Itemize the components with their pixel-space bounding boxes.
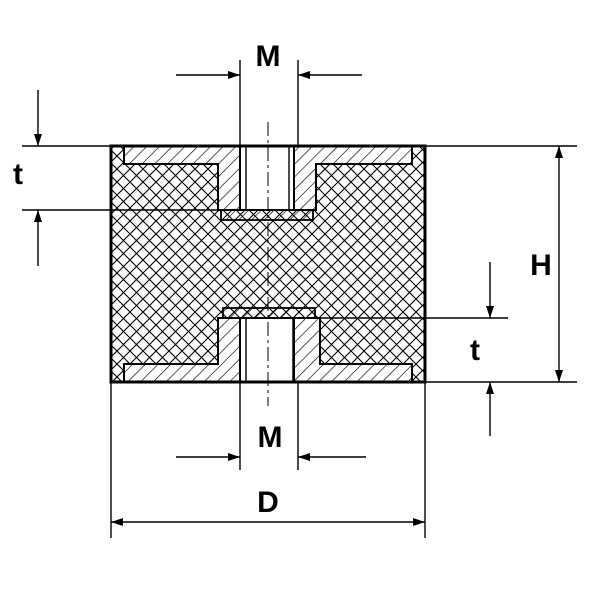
bottom-thread-label: M	[258, 421, 283, 454]
height-label: H	[530, 249, 552, 282]
bottom-thickness-dimension: t	[320, 262, 508, 436]
diameter-label: D	[257, 486, 279, 519]
height-dimension: H	[425, 145, 577, 383]
top-thread-dimension: M	[176, 40, 362, 146]
top-thickness-label: t	[13, 158, 23, 191]
top-thread-label: M	[256, 40, 281, 73]
top-threaded-hole	[239, 145, 295, 211]
diameter-dimension: D	[110, 382, 426, 538]
top-thickness-dimension: t	[13, 90, 218, 266]
bottom-thickness-label: t	[470, 334, 480, 367]
bottom-threaded-hole	[239, 317, 295, 383]
bottom-thread-dimension: M	[176, 382, 366, 470]
